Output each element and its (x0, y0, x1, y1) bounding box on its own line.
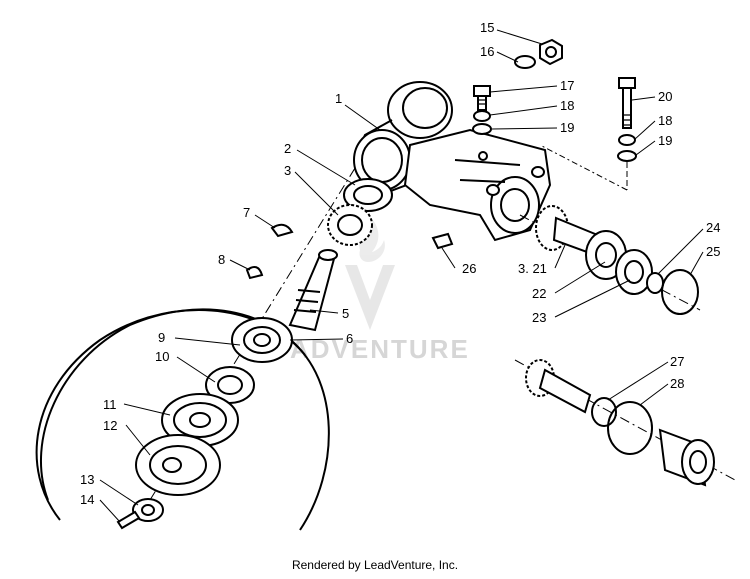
footer-credit: Rendered by LeadVenture, Inc. (291, 558, 459, 572)
washer-16 (514, 55, 536, 69)
callout-10: 10 (155, 349, 169, 364)
washer-18b (618, 134, 636, 146)
ring-27 (591, 397, 617, 427)
callout-3-21: 3. 21 (518, 261, 547, 276)
callout-15: 15 (480, 20, 494, 35)
ring-28 (607, 401, 653, 455)
callout-16: 16 (480, 44, 494, 59)
leader-lines (99, 29, 704, 523)
key-8 (245, 265, 264, 280)
callout-17: 17 (560, 78, 574, 93)
callout-19a: 19 (560, 120, 574, 135)
gear-3 (327, 204, 373, 246)
washer-19a (472, 123, 492, 135)
callouts: 1 2 3 7 8 5 6 9 10 11 12 13 14 15 16 17 … (80, 20, 720, 507)
bearing-6 (231, 317, 293, 363)
callout-27: 27 (670, 354, 684, 369)
lower-pinion (525, 359, 592, 414)
callout-18b: 18 (658, 113, 672, 128)
callout-9: 9 (158, 330, 165, 345)
spacer-24 (646, 272, 664, 294)
clip-26 (431, 232, 454, 250)
callout-18a: 18 (560, 98, 574, 113)
bearing-2 (343, 178, 393, 212)
washer-19b (617, 150, 637, 162)
callout-7: 7 (243, 205, 250, 220)
washer-18a (473, 110, 491, 122)
callout-22: 22 (532, 286, 546, 301)
callout-13: 13 (80, 472, 94, 487)
callout-23: 23 (532, 310, 546, 325)
pin-14 (116, 510, 141, 530)
callout-25: 25 (706, 244, 720, 259)
callout-5: 5 (342, 306, 349, 321)
bearing-23 (615, 249, 653, 295)
lower-bearing (658, 428, 715, 487)
callout-1: 1 (335, 91, 342, 106)
snap-ring-25 (661, 269, 699, 315)
callout-12: 12 (103, 418, 117, 433)
callout-26: 26 (462, 261, 476, 276)
bolt-17 (473, 85, 491, 111)
cup-11 (161, 393, 239, 447)
callout-19b: 19 (658, 133, 672, 148)
callout-3: 3 (284, 163, 291, 178)
watermark-text: ADVENTURE (290, 334, 470, 364)
bolt-20 (618, 77, 636, 129)
bolt-axis-b (539, 144, 628, 191)
callout-14: 14 (80, 492, 94, 507)
nut-13 (132, 498, 164, 522)
key-7 (270, 223, 294, 238)
callout-2: 2 (284, 141, 291, 156)
shaft-5 (288, 249, 338, 332)
plate-12 (135, 434, 221, 496)
callout-20: 20 (658, 89, 672, 104)
callout-8: 8 (218, 252, 225, 267)
callout-24: 24 (706, 220, 720, 235)
callout-6: 6 (346, 331, 353, 346)
callout-28: 28 (670, 376, 684, 391)
watermark-logo (345, 215, 395, 330)
callout-11: 11 (103, 397, 117, 412)
nut-15 (539, 38, 563, 66)
gearbox-housing (353, 81, 552, 242)
